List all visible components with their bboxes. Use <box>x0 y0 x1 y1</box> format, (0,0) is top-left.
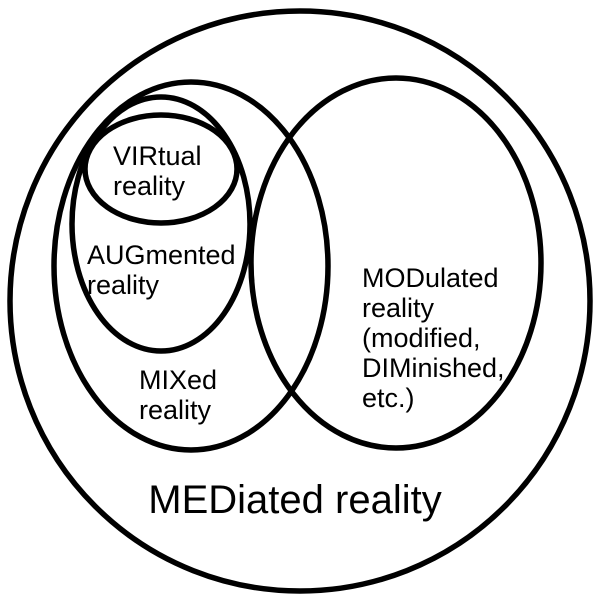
mixed-reality-ellipse <box>51 79 331 453</box>
modulated-reality-label: MODulated reality (modified, DIMinished,… <box>362 263 505 413</box>
virtual-reality-label: VIRtual reality <box>113 141 202 201</box>
virtual-reality-ellipse <box>82 112 240 226</box>
mediated-reality-circle <box>7 8 593 594</box>
mediated-reality-label: MEDiated reality <box>148 478 442 522</box>
modulated-reality-ellipse <box>248 75 544 451</box>
mixed-reality-label: MIXed reality <box>139 365 218 425</box>
augmented-reality-label: AUGmented reality <box>87 240 236 300</box>
augmented-reality-ellipse <box>69 94 253 354</box>
